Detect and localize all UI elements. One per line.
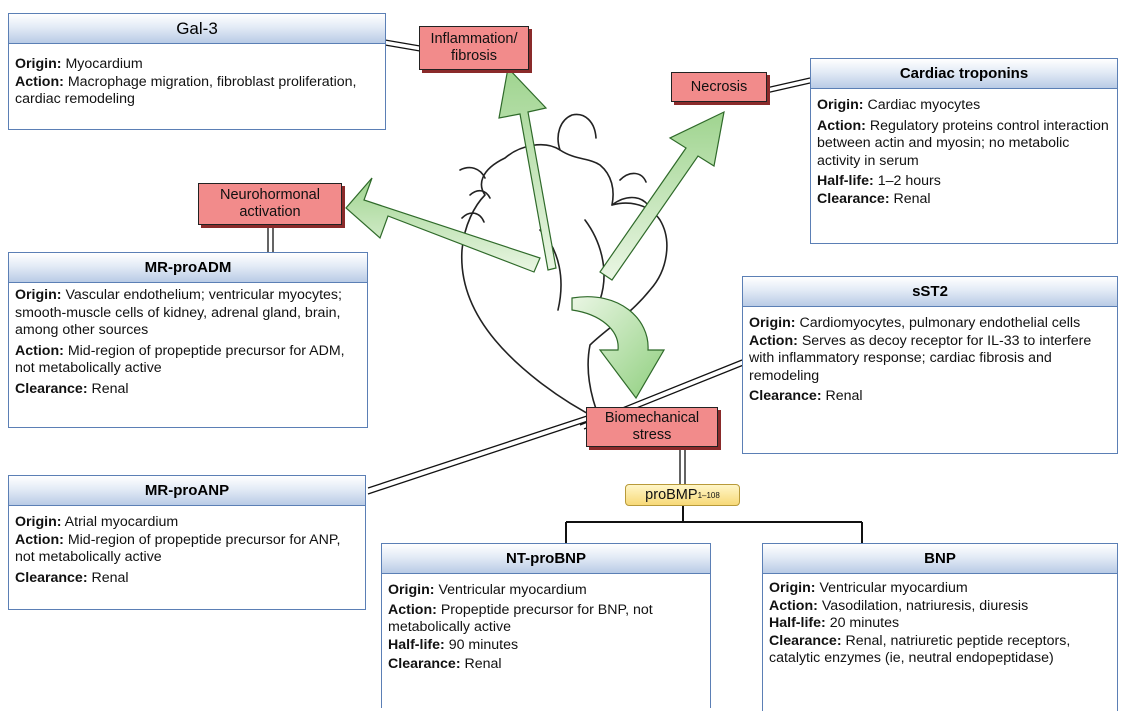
card-ntprobnp-action: Action: Propeptide precursor for BNP, no…: [388, 601, 653, 636]
card-bnp-clearance: Clearance: Renal, natriuretic peptide re…: [769, 632, 1071, 667]
probnp-tree: [565, 506, 863, 543]
card-sst2-clearance: Clearance: Renal: [749, 388, 863, 404]
card-mrproadm-origin: Origin: Vascular endothelium; ventricula…: [15, 287, 342, 338]
card-bnp: BNP Origin: Ventricular myocardium Actio…: [762, 543, 1118, 711]
card-nt-probnp: NT-proBNP Origin: Ventricular myocardium…: [381, 543, 711, 708]
card-mrproanp-origin: Origin: Atrial myocardium: [15, 514, 179, 530]
card-gal3-title: Gal-3: [9, 14, 385, 44]
effect-inflammation-label: Inflammation/ fibrosis: [430, 31, 518, 64]
card-troponins-action: Action: Regulatory proteins control inte…: [817, 117, 1109, 169]
effect-necrosis-label: Necrosis: [690, 78, 748, 95]
card-mrproanp-title: MR-proANP: [9, 476, 365, 506]
card-mrproadm-action: Action: Mid-region of propeptide precurs…: [15, 342, 345, 377]
probnp-label: proBMP: [645, 487, 698, 503]
probnp-subscript: 1–108: [697, 490, 720, 500]
card-sst2-origin: Origin: Cardiomyocytes, pulmonary endoth…: [749, 315, 1081, 331]
arrow-to-neurohormonal: [345, 177, 541, 273]
effect-biomechanical-stress: Biomechanical stress: [586, 407, 718, 447]
card-sst2-title: sST2: [743, 277, 1117, 307]
card-mrproadm-title: MR-proADM: [9, 253, 367, 283]
card-bnp-origin: Origin: Ventricular myocardium: [769, 580, 968, 596]
card-mrproanp-clearance: Clearance: Renal: [15, 569, 129, 586]
card-troponins-clearance: Clearance: Renal: [817, 190, 931, 207]
arrow-to-necrosis: [599, 110, 725, 281]
card-mrproadm-clearance: Clearance: Renal: [15, 380, 129, 397]
effect-necrosis: Necrosis: [671, 72, 767, 102]
arrow-to-biomechanical: [571, 296, 666, 400]
card-cardiac-troponins: Cardiac troponins Origin: Cardiac myocyt…: [810, 58, 1118, 244]
card-bnp-title: BNP: [763, 544, 1117, 574]
card-mr-proadm: MR-proADM Origin: Vascular endothelium; …: [8, 252, 368, 428]
effect-inflammation-fibrosis: Inflammation/ fibrosis: [419, 26, 529, 70]
card-mr-proanp: MR-proANP Origin: Atrial myocardium Acti…: [8, 475, 366, 610]
card-bnp-halflife: Half-life: 20 minutes: [769, 615, 900, 631]
card-ntprobnp-halflife: Half-life: 90 minutes: [388, 636, 519, 653]
arrow-to-inflammation: [498, 66, 557, 271]
card-mrproanp-action: Action: Mid-region of propeptide precurs…: [15, 531, 341, 566]
card-troponins-halflife: Half-life: 1–2 hours: [817, 173, 941, 189]
effect-biomechanical-label: Biomechanical stress: [604, 410, 700, 443]
card-ntprobnp-origin: Origin: Ventricular myocardium: [388, 582, 587, 598]
effect-neurohormonal-label: Neurohormonal activation: [220, 187, 320, 220]
card-troponins-title: Cardiac troponins: [811, 59, 1117, 89]
card-bnp-action: Action: Vasodilation, natriuresis, diure…: [769, 597, 1029, 614]
card-troponins-origin: Origin: Cardiac myocytes: [817, 97, 981, 113]
card-ntprobnp-title: NT-proBNP: [382, 544, 710, 574]
card-sst2-action: Action: Serves as decoy receptor for IL-…: [749, 332, 1092, 384]
heart-icon: [459, 113, 668, 421]
card-sst2: sST2 Origin: Cardiomyocytes, pulmonary e…: [742, 276, 1118, 454]
card-ntprobnp-clearance: Clearance: Renal: [388, 656, 502, 672]
effect-neurohormonal-activation: Neurohormonal activation: [198, 183, 342, 225]
